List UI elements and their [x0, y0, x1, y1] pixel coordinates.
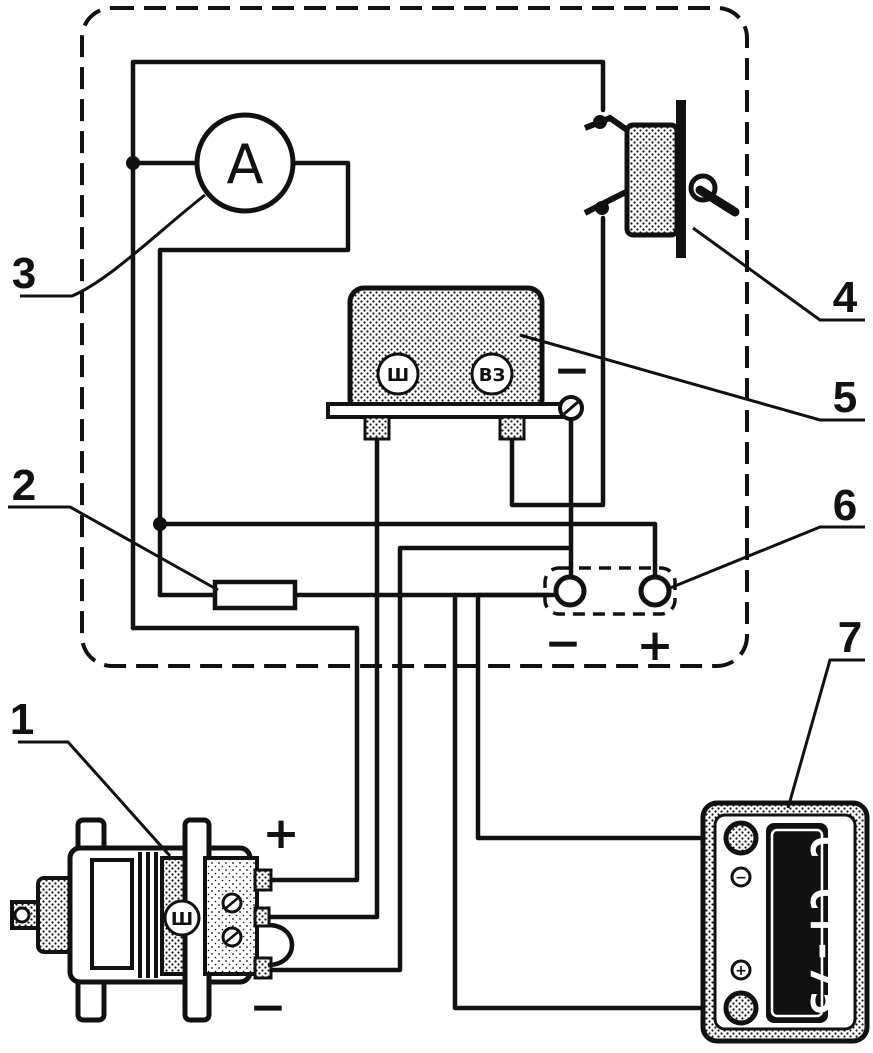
socket-plus-sign: +: [637, 620, 674, 671]
regulator-terminal-battery: ВЗ: [479, 365, 506, 386]
socket: [543, 566, 677, 616]
callout-5: 5: [833, 373, 857, 422]
fuse: [212, 579, 298, 611]
battery-minus-sign: −: [735, 870, 747, 886]
wire-gen-field: [255, 437, 380, 920]
callout-4: 4: [833, 273, 858, 322]
wire-switch-lower: [509, 215, 606, 508]
leader-4: [692, 226, 865, 322]
wire-gen-plus: [130, 625, 360, 883]
leader-7: [786, 658, 865, 809]
wire-top-loop: [130, 59, 606, 631]
battery-label: С СТ-75: [801, 835, 847, 1018]
socket-minus-sign: −: [545, 618, 582, 669]
wire-socket-plus: [157, 521, 658, 581]
wires: [130, 59, 728, 1011]
callout-leaders: [8, 193, 865, 858]
generator-terminal-field: Ш: [171, 909, 193, 930]
callout-3: 3: [12, 249, 36, 298]
regulator-terminal-field: Ш: [387, 365, 409, 386]
generator: Ш: [10, 817, 295, 1023]
leader-5: [519, 333, 865, 422]
battery-plus-sign: +: [735, 963, 747, 979]
generator-plus-sign: +: [263, 808, 300, 859]
callout-2: 2: [12, 461, 36, 510]
callout-6: 6: [833, 481, 857, 530]
wire-batt-minus: [475, 592, 728, 841]
wire-gen-minus: [265, 545, 573, 973]
wire-batt-plus: [452, 592, 728, 1011]
leader-3: [20, 193, 206, 298]
regulator: Ш ВЗ: [326, 285, 584, 441]
ammeter-letter: A: [227, 133, 264, 196]
callout-7: 7: [838, 613, 862, 662]
wire-ammeter-right: [157, 160, 351, 598]
generator-minus-sign: −: [250, 982, 287, 1033]
leader-6: [669, 525, 865, 590]
junction-ammeter: [126, 156, 140, 170]
leader-2: [8, 505, 219, 592]
panel-boundary: [80, 6, 749, 668]
battery: С СТ-75: [700, 800, 870, 1044]
leader-1: [18, 740, 172, 858]
ammeter: A: [194, 112, 296, 214]
junction-bus: [153, 517, 167, 531]
callout-1: 1: [10, 695, 34, 744]
switch: [583, 100, 740, 258]
